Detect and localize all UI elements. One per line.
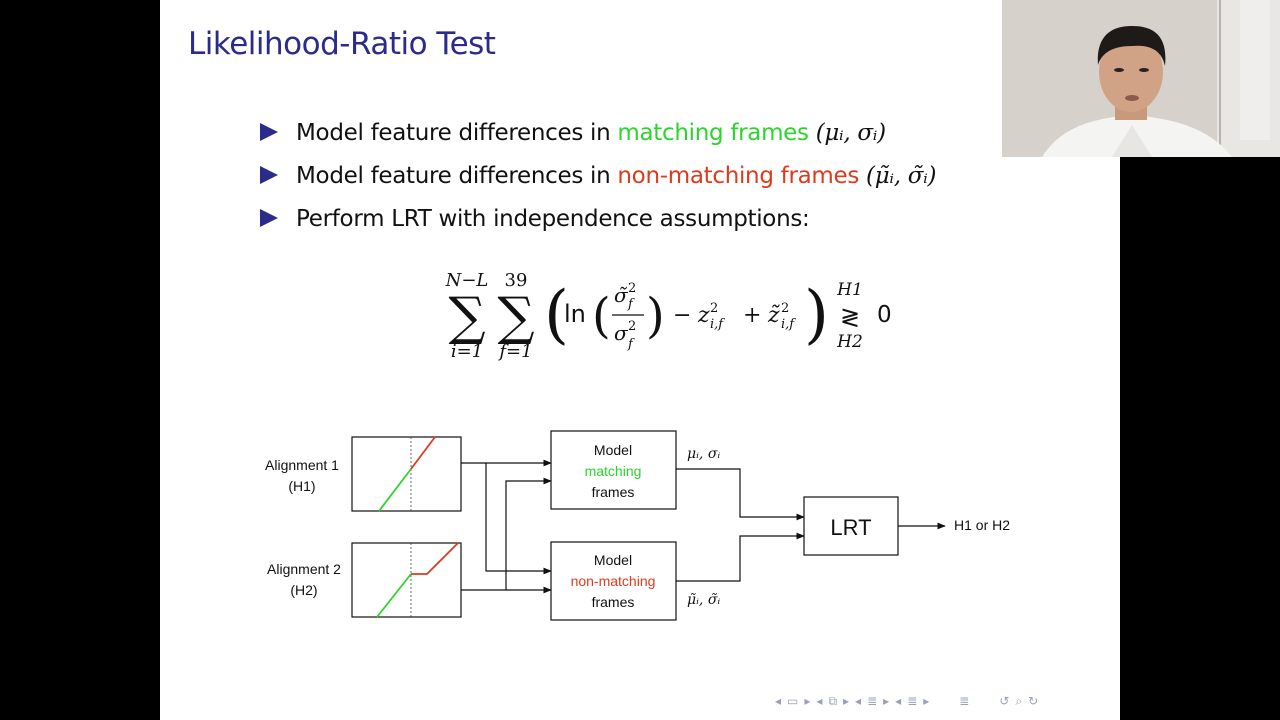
paren-left: ( <box>592 288 611 344</box>
if-sub-1: i,f <box>710 317 725 332</box>
subsection-icon[interactable]: ≣ <box>867 694 878 708</box>
nav-arrow-left-icon[interactable]: ◂ <box>895 694 902 708</box>
big-paren-left: ( <box>544 278 569 352</box>
section-icon[interactable]: ⧉ <box>828 693 838 708</box>
formula-rhs: 0 <box>877 302 892 328</box>
model-matching-highlight: matching <box>585 463 642 479</box>
sq-2: 2 <box>628 319 636 334</box>
sum2-symbol: ∑ <box>497 287 534 347</box>
bullet-lrt: Perform LRT with independence assumption… <box>260 206 810 232</box>
model-nonmatching-box <box>550 541 677 621</box>
bullet-text-pre: Model feature differences in <box>296 163 618 189</box>
nonmatching-frames-label: non-matching frames <box>617 163 860 189</box>
f-sub-1: f <box>627 297 635 312</box>
arrow-matching-to-lrt <box>676 468 805 521</box>
minus-sign: − <box>673 303 691 328</box>
sq-4: 2 <box>781 301 789 316</box>
model-matching-frames: frames <box>592 484 635 500</box>
alignment2-green-path <box>376 573 412 618</box>
ln-label: ln <box>564 300 586 328</box>
alignment2-hypothesis: (H2) <box>290 582 317 598</box>
sq-3: 2 <box>710 301 718 316</box>
nonmatching-params: (μ̃ᵢ, σ̃ᵢ) <box>859 163 937 189</box>
sum1-upper: N−L <box>445 270 489 291</box>
model-nonmatching-highlight: non-matching <box>571 573 656 589</box>
alignment1-hypothesis: (H1) <box>288 478 315 494</box>
arrow-a2-to-matching <box>505 477 552 590</box>
slide: Likelihood-Ratio Test Model feature diff… <box>160 0 1120 720</box>
lrt-formula: N−L ∑ i=1 39 ∑ f=1 ( ln ( σ̃ 2 f σ 2 f )… <box>445 270 892 362</box>
matching-frames-label: matching frames <box>617 120 809 146</box>
gtrless-symbol: ≷ <box>840 303 860 331</box>
matching-param-label: μᵢ, σᵢ <box>687 446 720 462</box>
presenter-webcam <box>1002 0 1280 157</box>
bullet-text: Perform LRT with independence assumption… <box>296 206 810 232</box>
model-matching-box <box>550 430 677 510</box>
slide-title: Likelihood-Ratio Test <box>188 26 496 62</box>
nav-arrow-right-icon[interactable]: ▸ <box>804 694 811 708</box>
sum1-lower: i=1 <box>451 341 483 362</box>
nav-arrow-left-icon[interactable]: ◂ <box>816 694 823 708</box>
big-paren-right: ) <box>804 278 829 352</box>
sum2-upper: 39 <box>505 270 528 291</box>
model-nonmatching-frames: frames <box>592 594 635 610</box>
bullet-triangle-icon <box>260 209 278 227</box>
bullet-triangle-icon <box>260 123 278 141</box>
lrt-block-diagram: Alignment 1 (H1) Alignment 2 (H2) Model … <box>265 430 1010 621</box>
sq-1: 2 <box>628 281 636 296</box>
arrow-a1-to-nonmatching <box>485 463 552 575</box>
nav-arrow-right-icon[interactable]: ▸ <box>923 694 930 708</box>
subsection-icon[interactable]: ≣ <box>907 694 918 708</box>
model-nonmatching-title: Model <box>594 552 632 568</box>
alignment1-red-path <box>410 436 436 470</box>
nav-arrow-right-icon[interactable]: ▸ <box>883 694 890 708</box>
frame-icon[interactable]: ▭ <box>787 694 799 708</box>
hypothesis-lower: H2 <box>836 332 863 352</box>
nav-arrow-right-icon[interactable]: ▸ <box>843 694 850 708</box>
slide-nav-icon[interactable]: ≣ <box>959 694 970 708</box>
bullet-matching: Model feature differences in matching fr… <box>260 120 886 146</box>
search-icon[interactable]: ⌕ <box>1015 693 1023 708</box>
hypothesis-upper: H1 <box>836 280 863 300</box>
alignment2-red-path <box>411 542 459 575</box>
lrt-box <box>803 496 899 556</box>
lrt-label: LRT <box>830 515 871 540</box>
bullet-nonmatching: Model feature differences in non-matchin… <box>260 163 936 189</box>
z-tilde-var: z̃ <box>767 303 780 328</box>
paren-right: ) <box>646 288 665 344</box>
plus-sign: + <box>743 303 761 328</box>
sum2-lower: f=1 <box>497 341 532 362</box>
output-label: H1 or H2 <box>954 517 1010 533</box>
matching-params: (μᵢ, σᵢ) <box>808 120 886 146</box>
forward-icon[interactable]: ↻ <box>1028 694 1039 708</box>
f-sub-2: f <box>627 337 635 352</box>
model-matching-title: Model <box>594 442 632 458</box>
alignment1-green-path <box>378 468 412 512</box>
bullet-triangle-icon <box>260 166 278 184</box>
sum1-symbol: ∑ <box>448 287 485 347</box>
alignment2-label: Alignment 2 <box>267 561 341 577</box>
beamer-navigation: ◂ ▭ ▸ ◂ ⧉ ▸ ◂ ≣ ▸ ◂ ≣ ▸ ≣ ↺ ⌕ ↻ <box>775 692 1110 710</box>
z-var: z <box>697 303 710 328</box>
alignment1-label: Alignment 1 <box>265 457 339 473</box>
nav-arrow-left-icon[interactable]: ◂ <box>855 694 862 708</box>
sigma-f: σ <box>614 321 629 345</box>
nav-arrow-left-icon[interactable]: ◂ <box>775 694 782 708</box>
back-icon[interactable]: ↺ <box>999 694 1010 708</box>
bullet-text-pre: Model feature differences in <box>296 120 618 146</box>
presenter-video-frame <box>1002 0 1280 157</box>
nonmatching-param-label: μ̃ᵢ, σ̃ᵢ <box>687 592 720 608</box>
arrow-nonmatching-to-lrt <box>676 532 805 582</box>
sigma-tilde-f: σ̃ <box>614 283 629 307</box>
if-sub-2: i,f <box>781 317 796 332</box>
